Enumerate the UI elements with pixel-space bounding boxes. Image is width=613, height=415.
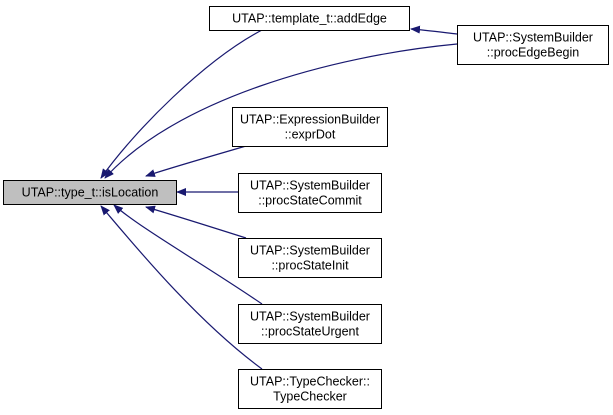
node-procStateCommit[interactable]: UTAP::SystemBuilder::procStateCommit — [238, 173, 382, 213]
node-isLocation: UTAP::type_t::isLocation — [3, 180, 177, 205]
edge-procStateInit-to-isLocation — [145, 205, 247, 239]
node-box-exprDot[interactable] — [232, 107, 388, 147]
edge-procStateUrgent-to-isLocation — [113, 204, 263, 305]
node-box-procStateInit[interactable] — [238, 238, 382, 278]
edge-exprDot-to-isLocation — [145, 145, 247, 177]
edge-addEdge-to-isLocation — [100, 29, 263, 179]
node-addEdge[interactable]: UTAP::template_t::addEdge — [209, 6, 410, 31]
edge-procEdgeBegin-to-addEdge — [410, 25, 458, 35]
node-box-addEdge[interactable] — [209, 6, 410, 31]
node-label-TypeChecker-line-0: UTAP::TypeChecker:: — [250, 375, 370, 389]
node-label-procStateUrgent-line-0: UTAP::SystemBuilder — [250, 310, 370, 324]
node-label-procStateCommit-line-0: UTAP::SystemBuilder — [250, 179, 370, 193]
node-box-procStateUrgent[interactable] — [238, 304, 382, 344]
edges-layer — [100, 25, 458, 370]
node-label-procStateInit-line-0: UTAP::SystemBuilder — [250, 244, 370, 258]
nodes-layer: UTAP::type_t::isLocation UTAP::template_t… — [3, 6, 609, 409]
node-label-procEdgeBegin-line-1: ::procEdgeBegin — [487, 46, 579, 60]
node-label-procStateUrgent-line-1: ::procStateUrgent — [261, 325, 359, 339]
edge-procEdgeBegin-to-isLocation — [104, 43, 458, 179]
node-TypeChecker[interactable]: UTAP::TypeChecker::TypeChecker — [238, 369, 382, 409]
node-box-TypeChecker[interactable] — [238, 369, 382, 409]
node-box-procStateCommit[interactable] — [238, 173, 382, 213]
edge-TypeChecker-to-isLocation — [100, 205, 263, 370]
node-label-isLocation-line-0: UTAP::type_t::isLocation — [22, 186, 159, 200]
node-box-isLocation — [3, 180, 177, 205]
node-exprDot[interactable]: UTAP::ExpressionBuilder::exprDot — [232, 107, 388, 147]
node-label-exprDot-line-1: ::exprDot — [285, 128, 336, 142]
node-procStateUrgent[interactable]: UTAP::SystemBuilder::procStateUrgent — [238, 304, 382, 344]
node-label-procEdgeBegin-line-0: UTAP::SystemBuilder — [473, 31, 593, 45]
node-label-procStateCommit-line-1: ::procStateCommit — [258, 194, 362, 208]
node-label-addEdge-line-0: UTAP::template_t::addEdge — [232, 12, 387, 26]
node-label-procStateInit-line-1: ::procStateInit — [271, 259, 349, 273]
node-label-TypeChecker-line-1: TypeChecker — [273, 390, 347, 404]
node-label-exprDot-line-0: UTAP::ExpressionBuilder — [240, 113, 380, 127]
node-procEdgeBegin[interactable]: UTAP::SystemBuilder::procEdgeBegin — [457, 25, 609, 65]
node-box-procEdgeBegin[interactable] — [457, 25, 609, 65]
node-procStateInit[interactable]: UTAP::SystemBuilder::procStateInit — [238, 238, 382, 278]
